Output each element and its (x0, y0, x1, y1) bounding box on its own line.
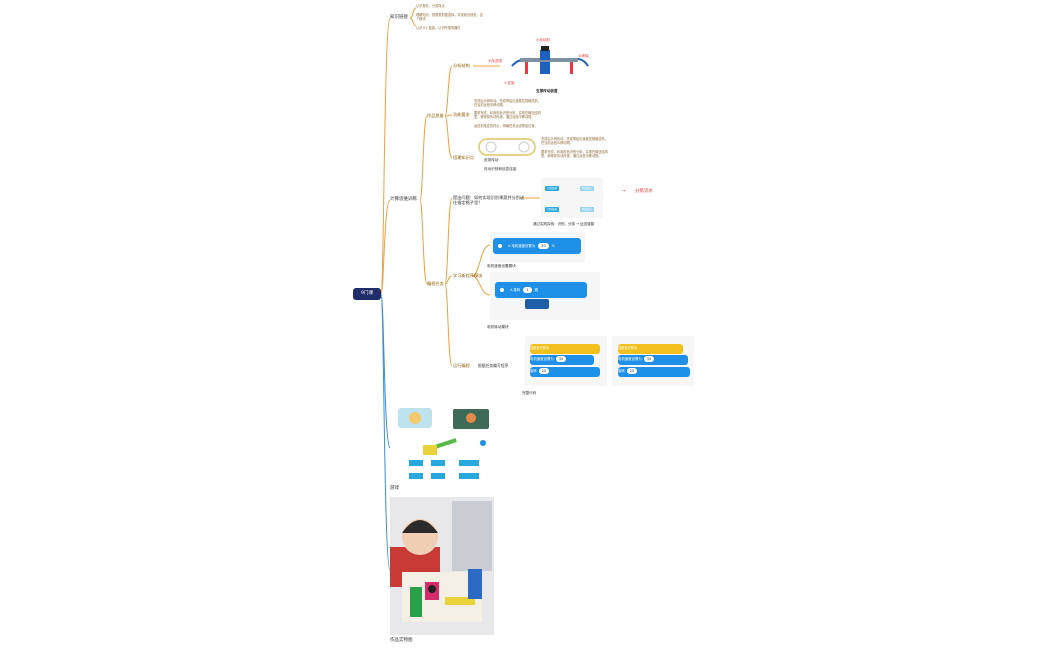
knowledge-note-1: 认识条件，分类特点 (416, 4, 445, 8)
flow-box-3: 识别结果 (545, 207, 559, 212)
problem-node[interactable]: 提出问题：如何实现识别果蔬并分别送往指定格子里？ (453, 195, 525, 205)
flow-panel (541, 178, 603, 218)
speed-caption: 电机速度设置模块 (487, 264, 516, 268)
code-left-b1-val[interactable]: 30 (555, 356, 567, 362)
function-note-3: 运送到指定的终点，明确任务运送物品位置。 (474, 124, 538, 128)
works-thinking-node[interactable]: 作品思维 (427, 113, 444, 118)
rotate-text: 旋转 (513, 288, 521, 292)
code-left-hat-text: 当颜色识别为 (530, 346, 550, 350)
knowledge-note-3: 认识 EV 套装，认识所需的器件 (416, 26, 461, 30)
knowledge-node[interactable]: 知识链接 (390, 15, 408, 20)
motor-gear-icon (496, 242, 504, 250)
flow-box-4: 到达终点 (580, 207, 594, 212)
code-left-b2-text: 旋转 (530, 369, 537, 373)
photo-node[interactable]: 作品实物图 (390, 638, 413, 643)
root-node[interactable]: 9门课 (353, 288, 381, 300)
code-right-hat[interactable]: 当颜色识别为 (618, 344, 683, 354)
code-left-hat[interactable]: 当颜色识别为 (530, 344, 600, 354)
flow-text: 分拣流水 (635, 189, 653, 194)
hw-note-2: 要求完成，利用颜色识别分析，实现在输送结构里，使得前传动传速，通过运营中移动物。 (541, 150, 608, 159)
code-left-b1-text: 电机速度设置为 (530, 357, 554, 361)
hw-note-1: 完成后示例传动，完成带给出速度控制输送机，在当前运营中移动物。 (541, 137, 608, 146)
rotate-unit: 圈 (534, 288, 538, 292)
hw-label-a: 皮带传动 (484, 158, 499, 162)
game-illustration (398, 408, 489, 479)
code-right-b2-val[interactable]: 20 (626, 368, 638, 374)
code-left-b2-val[interactable]: 20 (538, 368, 550, 374)
prog-task-node[interactable]: 编程任务 (427, 281, 444, 286)
code-right-hat-text: 当颜色识别为 (618, 346, 638, 350)
rotate-caption: 电机转动模块 (487, 325, 509, 329)
code-right-b1-val[interactable]: 30 (643, 356, 655, 362)
hw-knowledge-node[interactable]: 搭建知识点 (453, 155, 474, 160)
code-caption: 完整代码 (522, 391, 537, 395)
label-motor: ④电动机 (536, 38, 551, 42)
speed-text: 电机速度设置为 (511, 244, 536, 248)
divide-structure-node[interactable]: 分析结构 (453, 63, 470, 68)
flow-caption: 通过实践探索：识别、分类 → 运送道路 (533, 222, 595, 226)
speed-unit: % (551, 244, 555, 248)
code-right-b1-text: 电机速度设置为 (618, 357, 642, 361)
rotate-block[interactable]: A 旋转 1 圈 (495, 282, 587, 298)
motor-gear-icon-2 (498, 286, 506, 294)
belt-drive-sketch (478, 138, 536, 156)
label-support: ①支架 (504, 81, 515, 85)
function-note-2: 要求完成，利用颜色识别分析，实现在输送结构里，使得前传动传速，通过运营中移动物。 (474, 111, 541, 120)
label-roller: ③滚轴 (578, 54, 589, 58)
student-work-photo (390, 497, 494, 635)
function-note-1: 完成后示例传动，完成带给出速度控制输送机，在当前运营中移动物。 (474, 99, 541, 108)
flow-arrow: → (622, 189, 626, 194)
functions-node[interactable]: 功能要求 (453, 112, 470, 117)
learn-blocks-node[interactable]: 学习新程序模块 (453, 273, 483, 278)
knowledge-note-2: 理解知识，按照类别做选择，并找到出现处，这个模块 (416, 13, 483, 22)
structure-caption: 支撑传动装置 (536, 89, 558, 93)
conveyor-structure-diagram (511, 46, 589, 74)
run-extra: 根据任务编写程序 (478, 363, 509, 368)
game-node[interactable]: 游戏 (390, 486, 399, 491)
hw-label-b: 传动识别和信息连接 (484, 167, 517, 171)
speed-value[interactable]: 50 (538, 243, 549, 249)
code-right-b2-text: 旋转 (618, 369, 625, 373)
rotate-value[interactable]: 1 (523, 287, 532, 293)
training-node[interactable]: 计算思维训练 (390, 197, 417, 202)
speed-block[interactable]: A 电机速度设置为 50 % (493, 238, 581, 254)
label-belt: ⑤传送带 (488, 59, 503, 63)
flow-box-1: 识别结果 (545, 186, 559, 191)
direction-toggle[interactable] (525, 299, 549, 309)
run-node[interactable]: 运行编程 (453, 363, 470, 368)
flow-box-2: 到达终点 (580, 186, 594, 191)
